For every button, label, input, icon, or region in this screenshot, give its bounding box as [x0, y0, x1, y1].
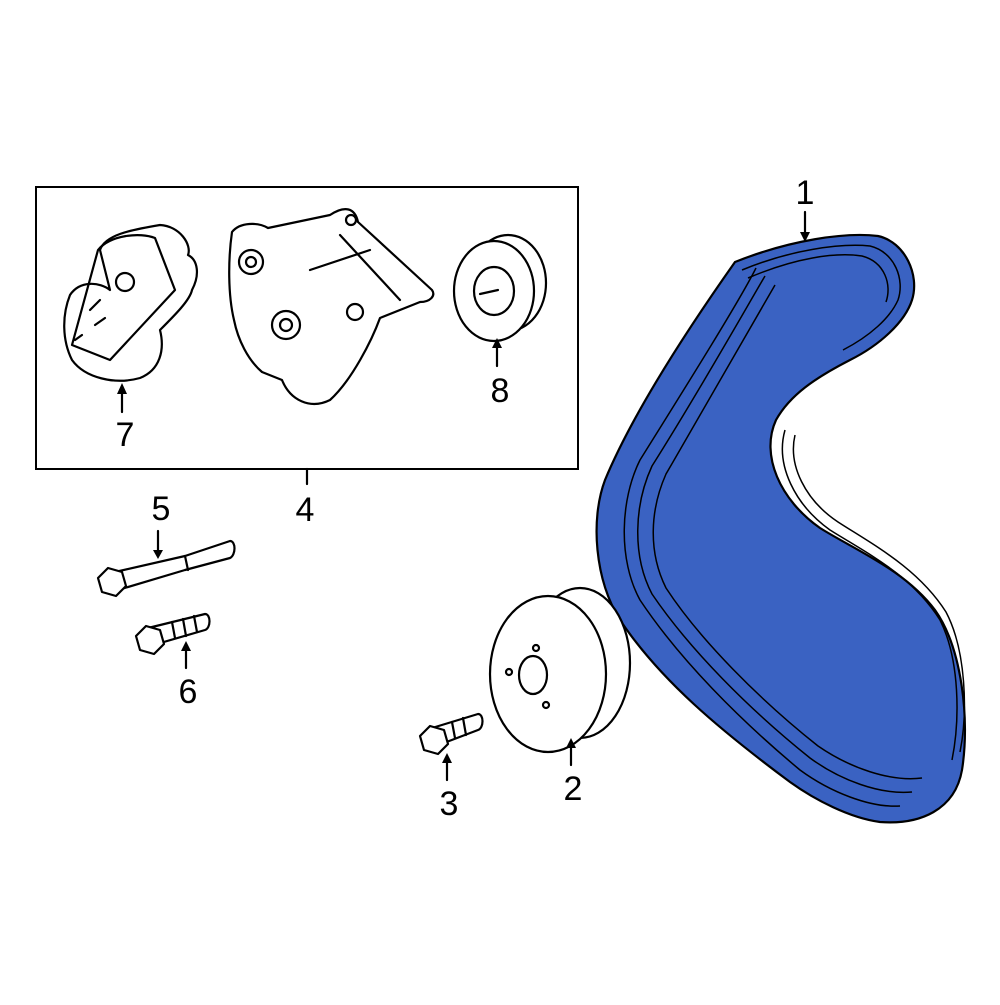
callout-3[interactable]: 3 — [439, 785, 459, 823]
callout-1[interactable]: 1 — [795, 174, 815, 212]
pulley-bolt-icon[interactable] — [418, 712, 484, 756]
callout-7[interactable]: 7 — [115, 416, 135, 454]
callout-6[interactable]: 6 — [178, 673, 198, 711]
callout-5[interactable]: 5 — [151, 490, 171, 528]
tensioner-bracket-icon[interactable] — [228, 208, 435, 405]
belt-tensioner-icon[interactable] — [63, 223, 198, 382]
callout-8[interactable]: 8 — [490, 372, 510, 410]
idler-pulley-icon[interactable] — [452, 233, 548, 343]
short-bolt-icon[interactable] — [134, 612, 211, 656]
pulley-icon[interactable] — [488, 586, 632, 754]
callout-4[interactable]: 4 — [295, 491, 315, 529]
long-bolt-icon[interactable] — [96, 539, 236, 598]
serpentine-belt-icon[interactable] — [595, 233, 967, 824]
callout-2[interactable]: 2 — [563, 770, 583, 808]
